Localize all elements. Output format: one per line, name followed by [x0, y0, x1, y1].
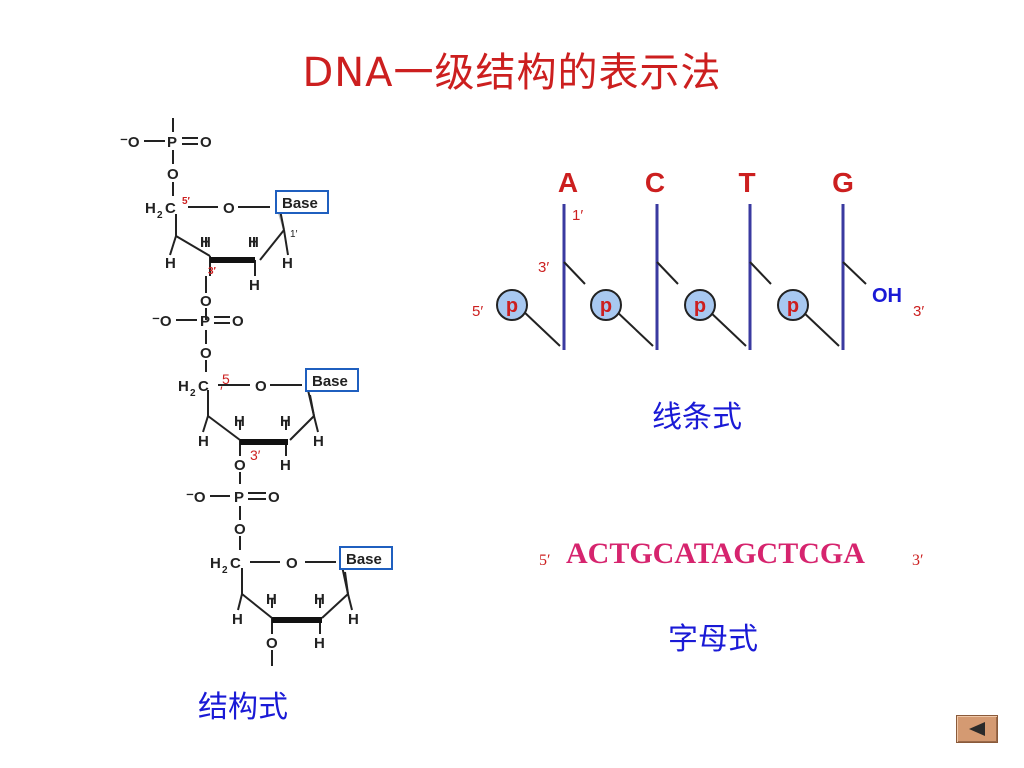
base-box-2 — [305, 368, 359, 392]
marker-1-prime: 1′ — [572, 207, 583, 224]
base-letter-g: G — [832, 167, 854, 198]
atom-h: H — [280, 457, 291, 474]
atom-subscript: 2 — [222, 565, 228, 576]
atom-h: H — [200, 234, 211, 251]
atom-minus-o: ⁻O — [186, 489, 206, 506]
sequence-text: ACTGCATAGCTCGA — [566, 537, 865, 570]
page-title: DNA一级结构的表示法 — [302, 50, 722, 96]
structural-caption: 结构式 — [198, 690, 288, 725]
hydroxyl-label: OH — [872, 285, 902, 307]
ring-o: O — [255, 378, 267, 395]
sequence-5-prime: 5′ — [539, 552, 551, 569]
base-letter-c: C — [645, 167, 665, 198]
atom-o: O — [232, 313, 244, 330]
structural-formula: Base Base Base ⁻O P O O H 2 C O H H H H … — [120, 118, 393, 666]
base-letter-a: A — [558, 167, 578, 198]
back-button[interactable] — [956, 715, 998, 743]
ring-o: O — [286, 555, 298, 572]
phosphate-label: p — [694, 295, 706, 317]
marker-5-prime-mark: ′ — [220, 383, 223, 399]
atom-o: O — [234, 457, 246, 474]
atom-c: C — [165, 200, 176, 217]
atom-h: H — [145, 200, 156, 217]
ring-o: O — [223, 200, 235, 217]
atom-minus-o: ⁻O — [120, 134, 140, 151]
phosphate-2 — [590, 289, 622, 321]
atom-o: O — [234, 521, 246, 538]
atom-h: H — [314, 591, 325, 608]
atom-o: O — [167, 166, 179, 183]
atom-h: H — [313, 433, 324, 450]
phosphate-3 — [684, 289, 716, 321]
atom-h: H — [178, 378, 189, 395]
atom-c: C — [198, 378, 209, 395]
phosphate-label: p — [600, 295, 612, 317]
base-box-3 — [339, 546, 393, 570]
atom-h: H — [314, 635, 325, 652]
marker-3-prime: 3′ — [208, 266, 217, 277]
phosphate-1 — [496, 289, 528, 321]
atom-h: H — [248, 234, 259, 251]
atom-o: O — [266, 635, 278, 652]
atom-h: H — [198, 433, 209, 450]
marker-3-prime: 3′ — [250, 447, 261, 463]
marker-5: 5 — [222, 371, 230, 387]
base-label-2: Base — [312, 373, 348, 390]
atom-c: C — [230, 555, 241, 572]
line-form-diagram: p p p p A C T G 1′ 3′ 5′ 3′ OH — [472, 167, 924, 350]
marker-1-prime: 1′ — [290, 229, 298, 240]
phosphate-label: p — [506, 295, 518, 317]
base-letter-t: T — [738, 167, 755, 198]
atom-h: H — [282, 255, 293, 272]
atom-subscript: 2 — [157, 210, 163, 221]
base-box-1 — [275, 190, 329, 214]
atom-h: H — [234, 413, 245, 430]
marker-5-prime: 5′ — [472, 303, 483, 320]
atom-h: H — [232, 611, 243, 628]
atom-minus-o: ⁻O — [152, 313, 172, 330]
atom-h: H — [249, 277, 260, 294]
base-label-1: Base — [282, 195, 318, 212]
sequence-3-prime: 3′ — [912, 552, 924, 569]
atom-p: P — [167, 134, 177, 151]
atom-p: P — [200, 313, 210, 330]
atom-h: H — [165, 255, 176, 272]
atom-h: H — [266, 591, 277, 608]
marker-3-prime: 3′ — [538, 259, 549, 276]
atom-h: H — [348, 611, 359, 628]
phosphate-label: p — [787, 295, 799, 317]
atom-o: O — [200, 293, 212, 310]
phosphate-4 — [777, 289, 809, 321]
marker-3-prime-end: 3′ — [913, 303, 924, 320]
base-label-3: Base — [346, 551, 382, 568]
line-form-caption: 线条式 — [652, 400, 742, 435]
atom-o: O — [200, 134, 212, 151]
atom-subscript: 2 — [190, 388, 196, 399]
marker-5-prime: 5′ — [182, 196, 191, 207]
atom-h: H — [280, 413, 291, 430]
atom-o: O — [200, 345, 212, 362]
letter-form-caption: 字母式 — [668, 622, 758, 657]
atom-p: P — [234, 489, 244, 506]
atom-o: O — [268, 489, 280, 506]
atom-h: H — [210, 555, 221, 572]
